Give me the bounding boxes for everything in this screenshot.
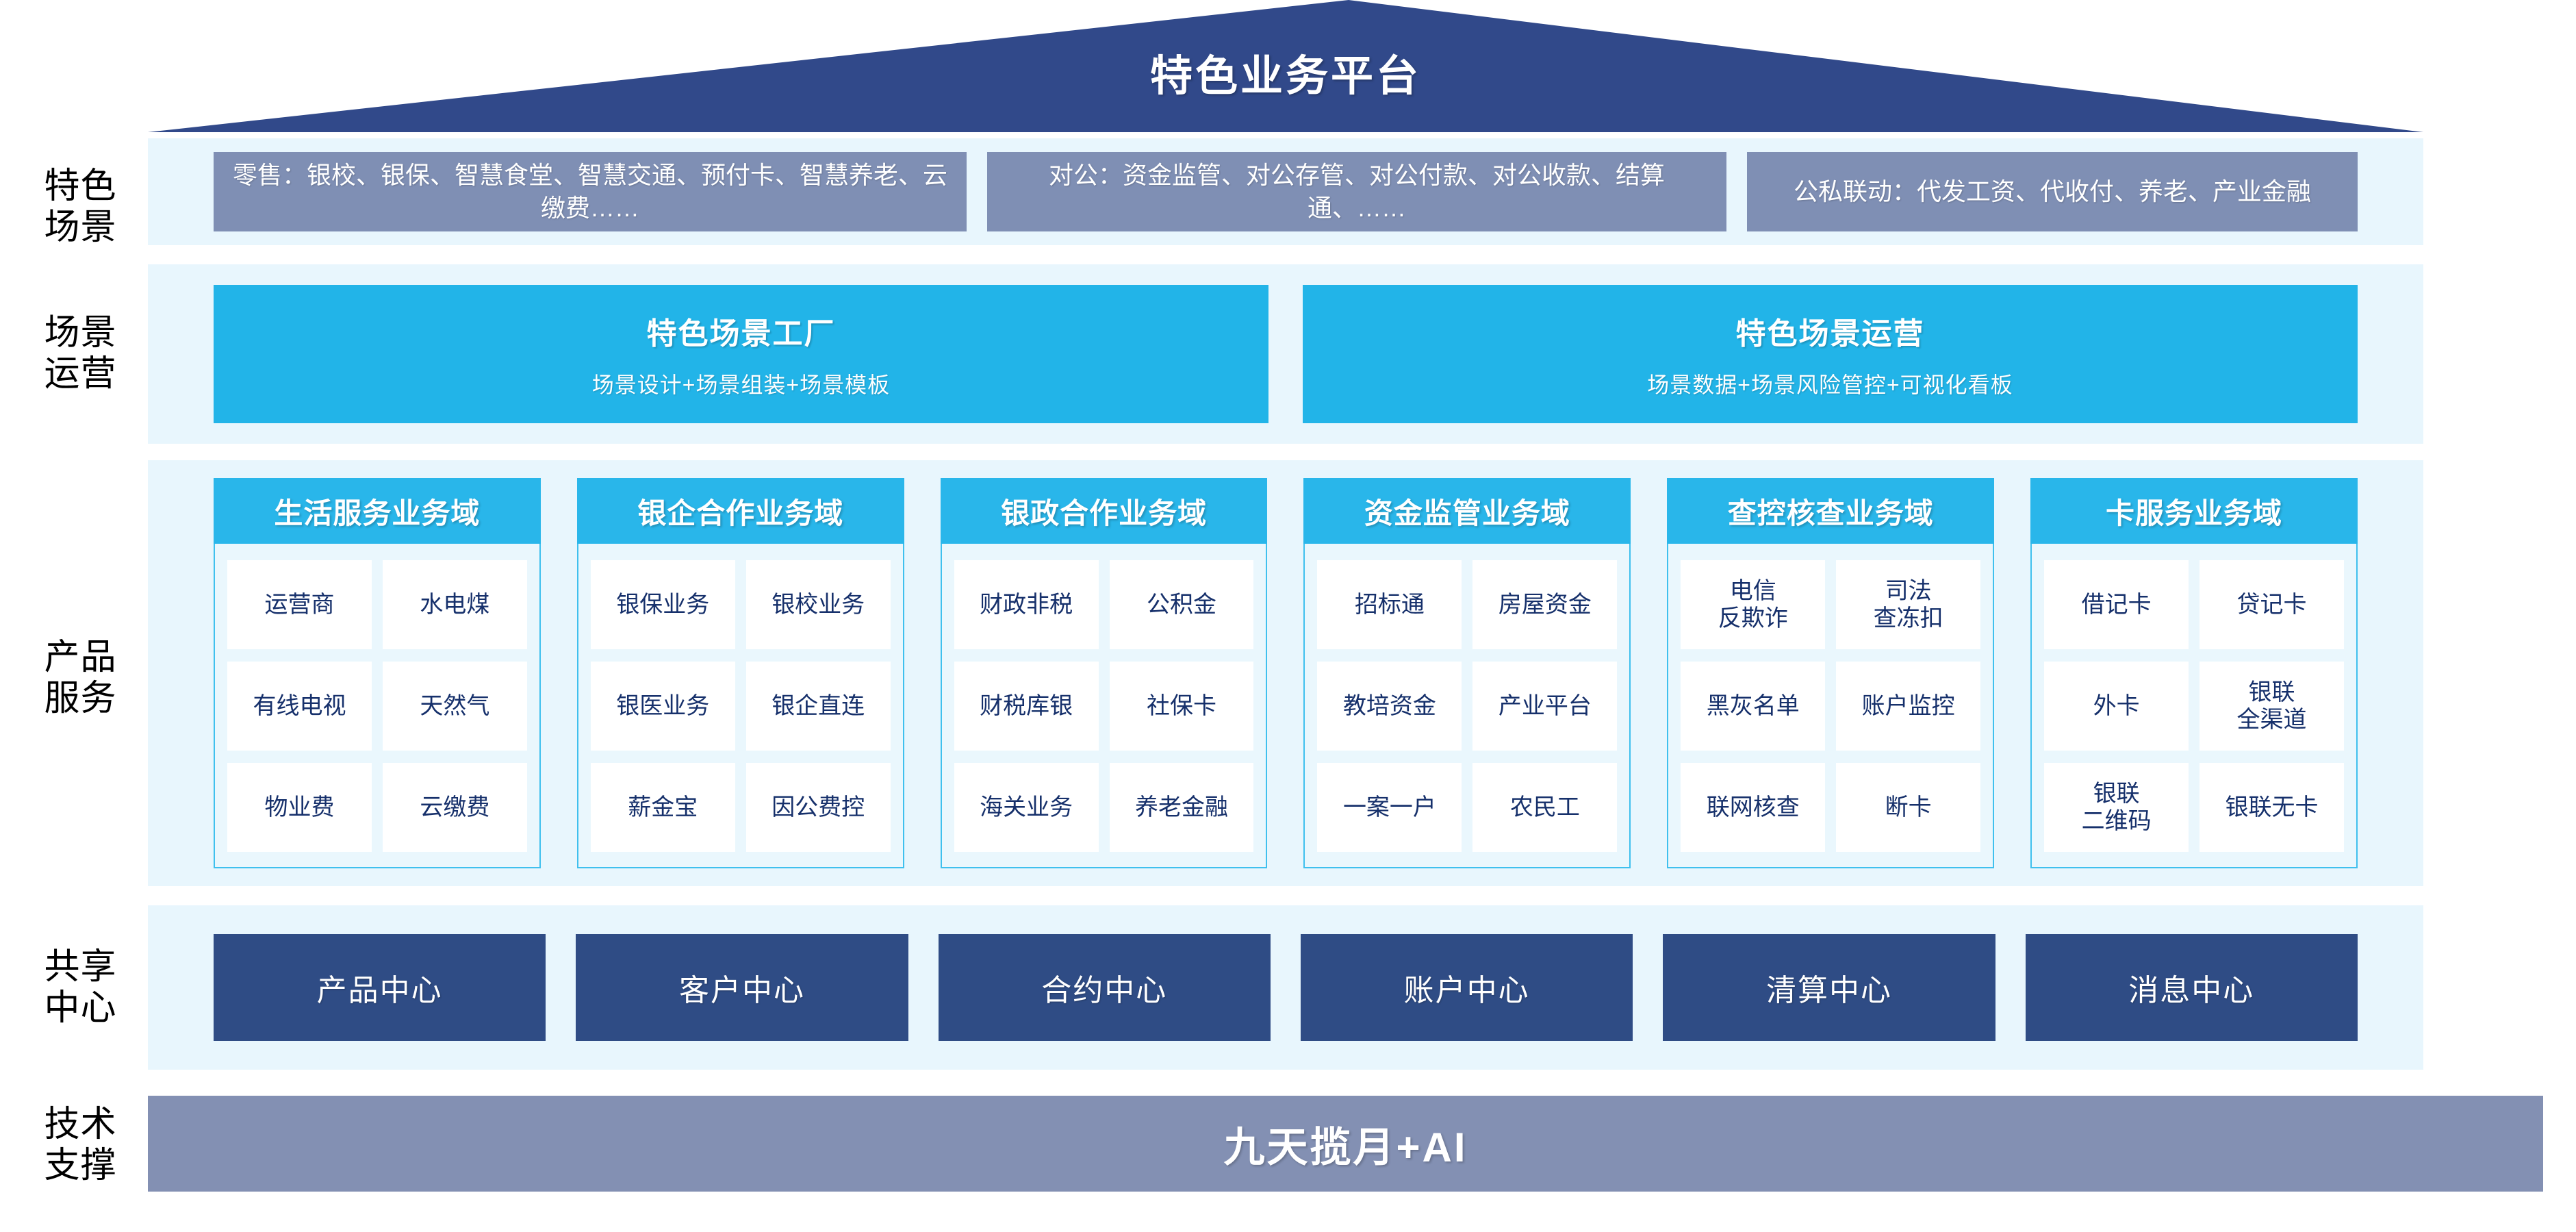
domain-title-bank-enterprise: 银企合作业务域 xyxy=(576,478,904,544)
domain-cell[interactable]: 司法 查冻扣 xyxy=(1836,560,1981,649)
products-band: 生活服务业务域 运营商 水电煤 有线电视 天然气 物业费 云缴费 银企合作业务域… xyxy=(148,460,2423,886)
domain-grid-bank-enterprise: 银保业务 银校业务 银医业务 银企直连 薪金宝 因公费控 xyxy=(578,544,903,867)
domain-card-bank-government[interactable]: 银政合作业务域 财政非税 公积金 财税库银 社保卡 海关业务 养老金融 xyxy=(940,478,1268,868)
product-domains-row: 生活服务业务域 运营商 水电煤 有线电视 天然气 物业费 云缴费 银企合作业务域… xyxy=(214,478,2358,868)
domain-card-bank-enterprise[interactable]: 银企合作业务域 银保业务 银校业务 银医业务 银企直连 薪金宝 因公费控 xyxy=(576,478,904,868)
domain-card-card-service[interactable]: 卡服务业务域 借记卡 贷记卡 外卡 银联 全渠道 银联 二维码 银联无卡 xyxy=(2030,478,2358,868)
domain-card-life-service[interactable]: 生活服务业务域 运营商 水电煤 有线电视 天然气 物业费 云缴费 xyxy=(214,478,541,868)
tech-support-bar[interactable]: 九天揽月+AI xyxy=(148,1096,2543,1192)
row-label-operations: 场景运营 xyxy=(44,313,117,394)
row-label-scenarios: 特色场景 xyxy=(44,166,117,248)
ops-subtitle-scene-factory: 场景设计+场景组装+场景模板 xyxy=(591,373,891,397)
platform-roof: 特色业务平台 xyxy=(148,0,2423,132)
domain-cell[interactable]: 薪金宝 xyxy=(590,763,735,852)
operations-box-scene-factory[interactable]: 特色场景工厂 场景设计+场景组装+场景模板 xyxy=(214,285,1268,423)
row-label-products: 产品服务 xyxy=(44,638,117,719)
tech-support-title: 九天揽月+AI xyxy=(1223,1124,1468,1170)
domain-cell[interactable]: 产业平台 xyxy=(1472,662,1618,751)
domain-cell[interactable]: 有线电视 xyxy=(227,662,372,751)
domain-cell[interactable]: 房屋资金 xyxy=(1472,560,1618,649)
domain-grid-fund-supervision: 招标通 房屋资金 教培资金 产业平台 一案一户 农民工 xyxy=(1305,544,1629,867)
domain-cell[interactable]: 账户监控 xyxy=(1836,662,1981,751)
shared-centers-row: 产品中心 客户中心 合约中心 账户中心 清算中心 消息中心 xyxy=(214,934,2358,1041)
domain-cell[interactable]: 物业费 xyxy=(227,763,372,852)
operations-row: 特色场景工厂 场景设计+场景组装+场景模板 特色场景运营 场景数据+场景风险管控… xyxy=(214,285,2358,423)
domain-grid-investigation-control: 电信 反欺诈 司法 查冻扣 黑灰名单 账户监控 联网核查 断卡 xyxy=(1668,544,1993,867)
domain-cell[interactable]: 断卡 xyxy=(1836,763,1981,852)
scenarios-row: 零售：银校、银保、智慧食堂、智慧交通、预付卡、智慧养老、云缴费…… 对公：资金监… xyxy=(214,152,2358,231)
domain-grid-bank-government: 财政非税 公积金 财税库银 社保卡 海关业务 养老金融 xyxy=(942,544,1266,867)
domain-cell[interactable]: 教培资金 xyxy=(1317,662,1462,751)
domain-cell[interactable]: 招标通 xyxy=(1317,560,1462,649)
shared-center-customer[interactable]: 客户中心 xyxy=(576,934,908,1041)
domain-cell[interactable]: 社保卡 xyxy=(1109,662,1254,751)
domain-cell[interactable]: 借记卡 xyxy=(2044,560,2189,649)
domain-card-investigation-control[interactable]: 查控核查业务域 电信 反欺诈 司法 查冻扣 黑灰名单 账户监控 联网核查 断卡 xyxy=(1667,478,1995,868)
domain-cell[interactable]: 财税库银 xyxy=(954,662,1099,751)
shared-centers-band: 产品中心 客户中心 合约中心 账户中心 清算中心 消息中心 xyxy=(148,905,2423,1070)
domain-cell[interactable]: 海关业务 xyxy=(954,763,1099,852)
operations-band: 特色场景工厂 场景设计+场景组装+场景模板 特色场景运营 场景数据+场景风险管控… xyxy=(148,264,2423,444)
domain-cell[interactable]: 农民工 xyxy=(1472,763,1618,852)
scenario-box-corporate[interactable]: 对公：资金监管、对公存管、对公付款、对公收款、结算通、…… xyxy=(987,152,1726,231)
ops-title-scene-operation: 特色场景运营 xyxy=(1735,317,1925,351)
domain-cell[interactable]: 养老金融 xyxy=(1109,763,1254,852)
domain-cell[interactable]: 银校业务 xyxy=(745,560,891,649)
shared-center-product[interactable]: 产品中心 xyxy=(214,934,546,1041)
row-label-shared: 共享中心 xyxy=(44,947,117,1029)
domain-cell[interactable]: 贷记卡 xyxy=(2199,560,2344,649)
scenarios-band: 零售：银校、银保、智慧食堂、智慧交通、预付卡、智慧养老、云缴费…… 对公：资金监… xyxy=(148,138,2423,245)
roof-triangle-shape xyxy=(148,0,2423,132)
scenario-box-retail[interactable]: 零售：银校、银保、智慧食堂、智慧交通、预付卡、智慧养老、云缴费…… xyxy=(214,152,967,231)
platform-title: 特色业务平台 xyxy=(1149,53,1421,100)
row-label-tech: 技术支撑 xyxy=(44,1105,117,1186)
domain-cell[interactable]: 因公费控 xyxy=(745,763,891,852)
domain-grid-life-service: 运营商 水电煤 有线电视 天然气 物业费 云缴费 xyxy=(215,544,539,867)
domain-cell[interactable]: 黑灰名单 xyxy=(1681,662,1826,751)
domain-card-fund-supervision[interactable]: 资金监管业务域 招标通 房屋资金 教培资金 产业平台 一案一户 农民工 xyxy=(1303,478,1631,868)
domain-cell[interactable]: 联网核查 xyxy=(1681,763,1826,852)
domain-cell[interactable]: 电信 反欺诈 xyxy=(1681,560,1826,649)
domain-grid-card-service: 借记卡 贷记卡 外卡 银联 全渠道 银联 二维码 银联无卡 xyxy=(2032,544,2356,867)
domain-cell[interactable]: 外卡 xyxy=(2044,662,2189,751)
domain-cell[interactable]: 公积金 xyxy=(1109,560,1254,649)
scenario-box-public-private[interactable]: 公私联动：代发工资、代收付、养老、产业金融 xyxy=(1747,152,2358,231)
domain-cell[interactable]: 银联 全渠道 xyxy=(2199,662,2344,751)
domain-cell[interactable]: 银企直连 xyxy=(745,662,891,751)
domain-cell[interactable]: 银医业务 xyxy=(590,662,735,751)
domain-title-bank-government: 银政合作业务域 xyxy=(940,478,1268,544)
domain-cell[interactable]: 云缴费 xyxy=(382,763,527,852)
domain-title-life-service: 生活服务业务域 xyxy=(214,478,541,544)
operations-box-scene-operation[interactable]: 特色场景运营 场景数据+场景风险管控+可视化看板 xyxy=(1303,285,2358,423)
ops-subtitle-scene-operation: 场景数据+场景风险管控+可视化看板 xyxy=(1647,373,2013,397)
domain-cell[interactable]: 水电煤 xyxy=(382,560,527,649)
domain-title-card-service: 卡服务业务域 xyxy=(2030,478,2358,544)
domain-cell[interactable]: 运营商 xyxy=(227,560,372,649)
domain-title-fund-supervision: 资金监管业务域 xyxy=(1303,478,1631,544)
shared-center-contract[interactable]: 合约中心 xyxy=(938,934,1271,1041)
shared-center-message[interactable]: 消息中心 xyxy=(2025,934,2358,1041)
domain-cell[interactable]: 天然气 xyxy=(382,662,527,751)
shared-center-account[interactable]: 账户中心 xyxy=(1300,934,1633,1041)
ops-title-scene-factory: 特色场景工厂 xyxy=(646,317,836,351)
domain-title-investigation-control: 查控核查业务域 xyxy=(1667,478,1995,544)
domain-cell[interactable]: 银保业务 xyxy=(590,560,735,649)
domain-cell[interactable]: 财政非税 xyxy=(954,560,1099,649)
domain-cell[interactable]: 一案一户 xyxy=(1317,763,1462,852)
shared-center-clearing[interactable]: 清算中心 xyxy=(1663,934,1995,1041)
domain-cell[interactable]: 银联 二维码 xyxy=(2044,763,2189,852)
domain-cell[interactable]: 银联无卡 xyxy=(2199,763,2344,852)
